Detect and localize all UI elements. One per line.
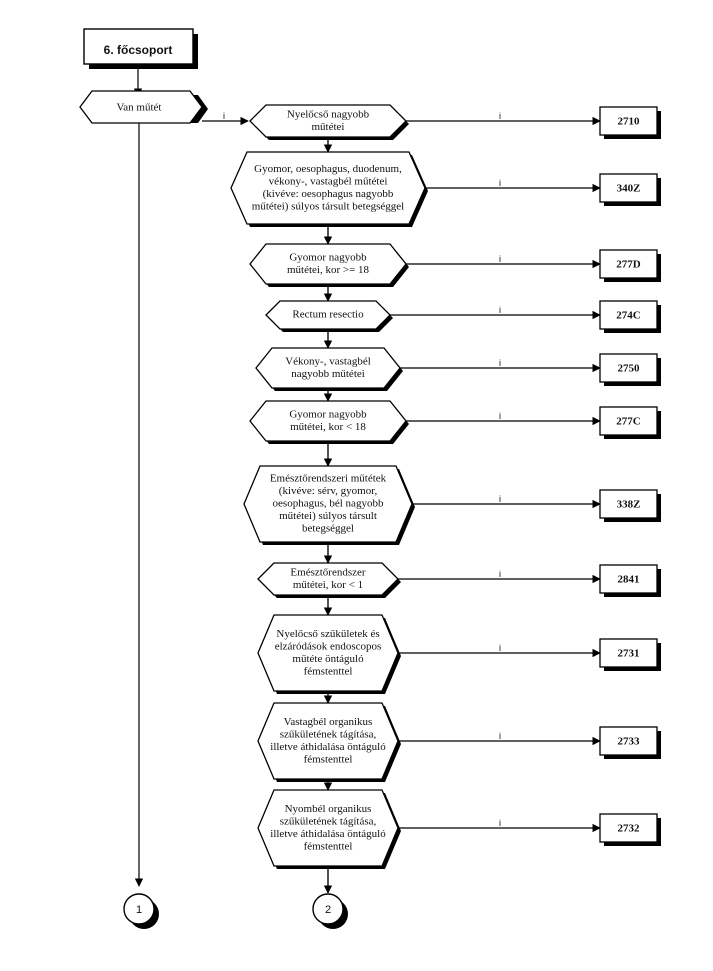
outcome-box: 2841 xyxy=(599,564,661,597)
decision-text-line: illetve áthidalása öntáguló xyxy=(270,741,386,753)
decision-text-line: Vastagbél organikus xyxy=(284,716,373,728)
connector-1-label: 1 xyxy=(136,904,142,916)
yes-label: i xyxy=(499,358,501,368)
decision-text-line: Gyomor nagyobb xyxy=(289,408,367,420)
decision-text-line: műtétei) súlyos társult betegséggel xyxy=(252,200,404,212)
decision-text-line: oesophagus, bél nagyobb xyxy=(273,498,384,510)
yes-label: i xyxy=(499,178,501,188)
start-decision: Van műtét xyxy=(79,90,208,124)
start-yes-label: i xyxy=(223,111,225,121)
outcome-rect xyxy=(599,249,658,279)
outcome-rect xyxy=(599,406,658,436)
decision-text-line: illetve áthidalása öntáguló xyxy=(270,828,386,840)
outcome-code: 2841 xyxy=(618,574,640,586)
outcome-rect xyxy=(599,173,658,203)
outcome-code: 2731 xyxy=(618,648,640,660)
decision-text-line: szűkületének tágítása, xyxy=(280,728,377,740)
decision-2: Gyomor, oesophagus, duodenum,vékony-, va… xyxy=(230,151,661,245)
decision-text-line: (kivéve: sérv, gyomor, xyxy=(279,485,378,497)
decision-text-line: Nyombél organikus xyxy=(285,803,372,815)
decision-text-line: Gyomor, oesophagus, duodenum, xyxy=(254,163,402,175)
decision-text-line: fémstenttel xyxy=(304,840,353,852)
decision-text-line: műtétei, kor >= 18 xyxy=(287,264,370,276)
outcome-rect xyxy=(599,106,658,136)
yes-label: i xyxy=(499,494,501,504)
decision-text-line: Emésztőrendszer xyxy=(290,566,365,578)
decision-text-line: műtétei, kor < 1 xyxy=(293,579,363,591)
outcome-code: 277D xyxy=(616,259,641,271)
yes-label: i xyxy=(499,643,501,653)
outcome-box: 2732 xyxy=(599,813,661,846)
outcome-rect xyxy=(599,813,658,843)
outcome-rect xyxy=(599,638,658,668)
yes-label: i xyxy=(499,818,501,828)
outcome-rect xyxy=(599,300,658,330)
decision-text-line: fémstenttel xyxy=(304,665,353,677)
decision-text-line: fémstenttel xyxy=(304,753,353,765)
outcome-rect xyxy=(599,564,658,594)
decision-text-line: betegséggel xyxy=(302,523,354,535)
decision-text-line: Gyomor nagyobb xyxy=(289,251,367,263)
outcome-code: 2750 xyxy=(618,363,641,375)
outcome-box: 277C xyxy=(599,406,661,439)
decision-text-line: szűkületének tágítása, xyxy=(280,815,377,827)
connector-2-label: 2 xyxy=(325,904,331,916)
decision-7: Emésztőrendszeri műtétek(kivéve: sérv, g… xyxy=(243,465,661,564)
decision-text-line: Rectum resectio xyxy=(292,309,364,321)
decision-text-line: műtétei xyxy=(312,121,345,133)
decision-text-line: műtétei) súlyos társult xyxy=(279,510,377,522)
decision-text-line: Emésztőrendszeri műtétek xyxy=(270,473,387,485)
decision-text-line: Nyelőcső nagyobb xyxy=(287,108,370,120)
outcome-box: 338Z xyxy=(599,489,661,522)
yes-label: i xyxy=(499,569,501,579)
decision-text-line: vékony-, vastagbél műtétei xyxy=(269,175,388,187)
outcome-box: 2733 xyxy=(599,726,661,759)
outcome-rect xyxy=(599,726,658,756)
yes-label: i xyxy=(499,305,501,315)
outcome-box: 2750 xyxy=(599,353,661,386)
decision-text-line: Nyelőcső szűkületek és xyxy=(276,628,379,640)
main-group-title: 6. főcsoport xyxy=(104,43,173,57)
outcome-code: 2732 xyxy=(618,823,641,835)
decision-text-line: elzáródások endoscopos xyxy=(275,640,382,652)
decision-4: Rectum resectio i 274C xyxy=(265,300,661,349)
outcome-code: 274C xyxy=(616,310,641,322)
outcome-code: 2710 xyxy=(618,116,641,128)
outcome-code: 340Z xyxy=(617,183,641,195)
yes-label: i xyxy=(499,254,501,264)
decision-text-line: nagyobb műtétei xyxy=(291,368,365,380)
outcome-code: 277C xyxy=(616,416,641,428)
main-group-title-box: 6. főcsoport xyxy=(83,28,198,69)
decision-text-line: műtétei, kor < 18 xyxy=(290,421,366,433)
yes-label: i xyxy=(499,411,501,421)
connector-2: 2 xyxy=(312,893,348,929)
decision-text-line: Vékony-, vastagbél xyxy=(285,355,371,367)
decision-text-line: (kivéve: oesophagus nagyobb xyxy=(263,188,394,200)
connector-1: 1 xyxy=(123,893,159,929)
outcome-box: 277D xyxy=(599,249,661,282)
outcome-box: 2731 xyxy=(599,638,661,671)
outcome-rect xyxy=(599,489,658,519)
yes-label: i xyxy=(499,111,501,121)
yes-label: i xyxy=(499,731,501,741)
decision-text-line: műtéte öntáguló xyxy=(292,653,364,665)
outcome-rect xyxy=(599,353,658,383)
start-condition: Van műtét xyxy=(117,102,162,114)
outcome-box: 274C xyxy=(599,300,661,333)
outcome-box: 2710 xyxy=(599,106,661,139)
outcome-code: 338Z xyxy=(617,499,641,511)
outcome-code: 2733 xyxy=(618,736,641,748)
outcome-box: 340Z xyxy=(599,173,661,206)
